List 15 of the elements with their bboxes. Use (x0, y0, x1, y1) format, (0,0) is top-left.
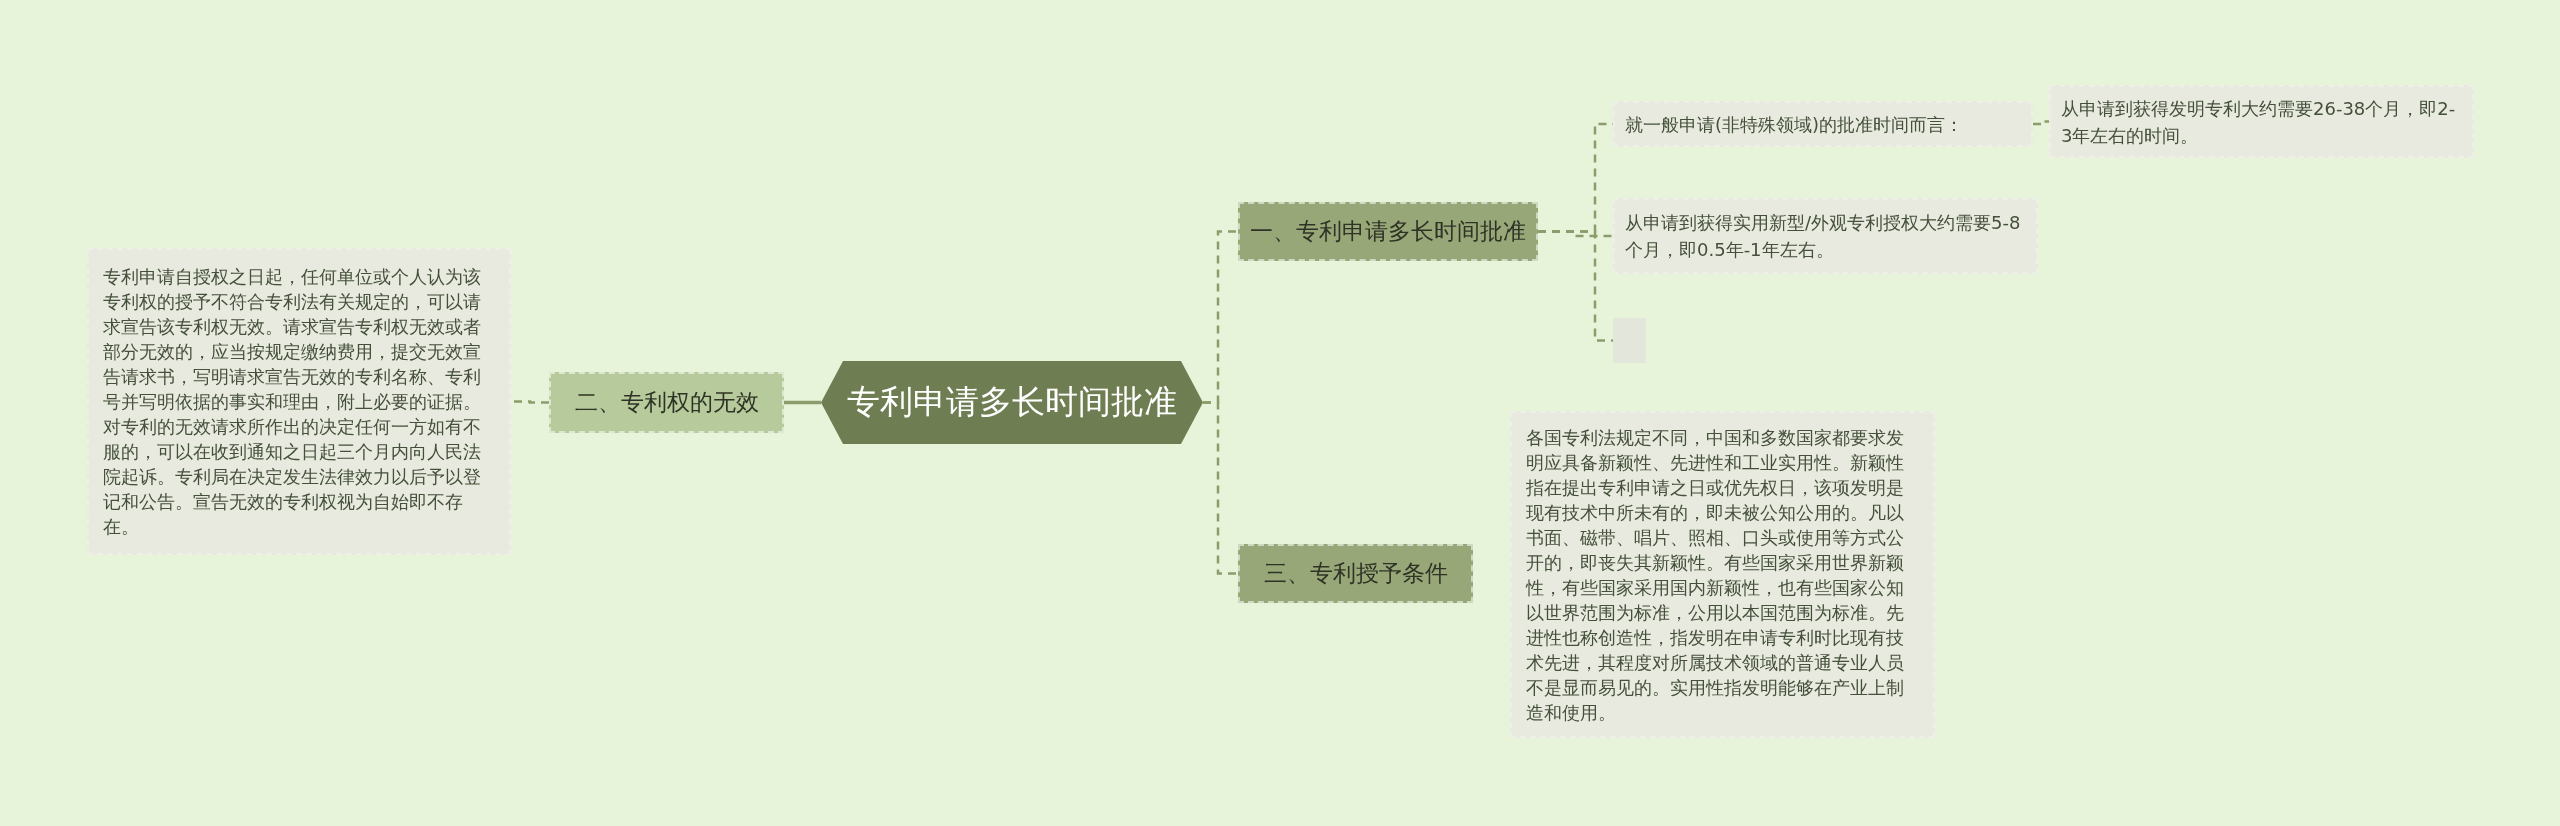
text-card: 各国专利法规定不同，中国和多数国家都要求发明应具备新颖性、先进性和工业实用性。新颖性指在提出专利申请之日或优先权日，该项发明是现有技术中所未有的，即未被公知公用的。凡以书面、磁带、唱片、照相、口头或使用等方式公开的，即丧失其新颖性。有些国家采用世界新颖性，有些国家采用国内新颖性，也有些国家公知以世界范围为标准，公用以本国范围为标准。先进性也称创造性，指发明在申请专利时比现有技术先进，其程度对所属技术领域的普通专业人员不是显而易见的。实用性指发明能够在产业上制造和使用。 (1510, 411, 1935, 738)
text-card: 就一般申请(非特殊领域)的批准时间而言： (1613, 101, 2033, 147)
connector-line (784, 400, 821, 405)
text-card: 专利申请自授权之日起，任何单位或个人认为该专利权的授予不符合专利法有关规定的，可以请求宣告该专利权无效。请求宣告专利权无效或者部分无效的，应当按规定缴纳费用，提交无效宣告请求书，写明请求宣告无效的专利名称、专利号并写明依据的事实和理由，附上必要的证据。对专利的无效请求所作出的决定任何一方如有不服的，可以在收到通知之日起三个月内向人民法院起诉。专利局在决定发生法律效力以后予以登记和公告。宣告无效的专利权视为自始即不存在。 (87, 248, 511, 555)
text-card: 从申请到获得发明专利大约需要26-38个月，即2-3年左右的时间。 (2049, 85, 2474, 158)
topic-box: 一、专利申请多长时间批准 (1238, 202, 1538, 261)
connector-line (511, 400, 549, 404)
text-card: 从申请到获得实用新型/外观专利授权大约需要5-8个月，即0.5年-1年左右。 (1613, 198, 2038, 274)
central-topic: 专利申请多长时间批准 (821, 361, 1203, 444)
connector-line (1538, 230, 1613, 342)
topic-box: 二、专利权的无效 (549, 372, 784, 433)
connector-line (1203, 401, 1238, 575)
empty-box (1613, 318, 1646, 363)
topic-box: 三、专利授予条件 (1238, 544, 1473, 603)
connector-line (2033, 120, 2049, 126)
